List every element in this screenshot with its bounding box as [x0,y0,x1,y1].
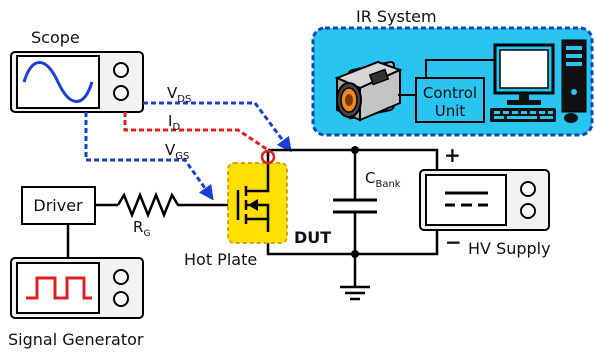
rg-label: RG [133,218,150,239]
capacitor-bank [333,198,377,214]
signal-generator: Signal Generator [8,257,144,349]
ir-camera-icon [334,60,403,122]
vds-label: VDS [167,84,191,105]
signal-generator-label: Signal Generator [8,330,144,349]
control-unit: Control Unit [415,77,485,123]
vgs-label: VGS [165,141,189,162]
id-label: ID [168,112,180,133]
ground-icon [340,285,370,301]
scope-label: Scope [31,28,80,47]
control-unit-label-line1: Control [423,84,477,102]
cbank-label: CBank [365,169,401,190]
resistor-icon [116,191,182,219]
sine-wave-icon [22,61,94,103]
driver: Driver [21,186,96,225]
minus-terminal-label: − [445,230,462,254]
hot-plate-label: Hot Plate [184,250,257,269]
ir-system: IR System Control Unit [311,7,594,137]
hv-supply: + − HV Supply [419,143,551,258]
hv-supply-label: HV Supply [468,239,551,258]
ir-system-label: IR System [356,7,437,26]
mosfet-body-arrow [248,199,258,211]
square-wave-icon [26,276,92,300]
dc-symbol-icon [445,191,488,207]
id-probe-loop [260,149,276,165]
plus-terminal-label: + [444,143,461,167]
driver-label: Driver [33,196,83,215]
dut-label: DUT [294,228,331,247]
control-unit-label-line2: Unit [435,102,466,120]
computer-icon [490,39,587,123]
scope: Scope [10,28,144,113]
